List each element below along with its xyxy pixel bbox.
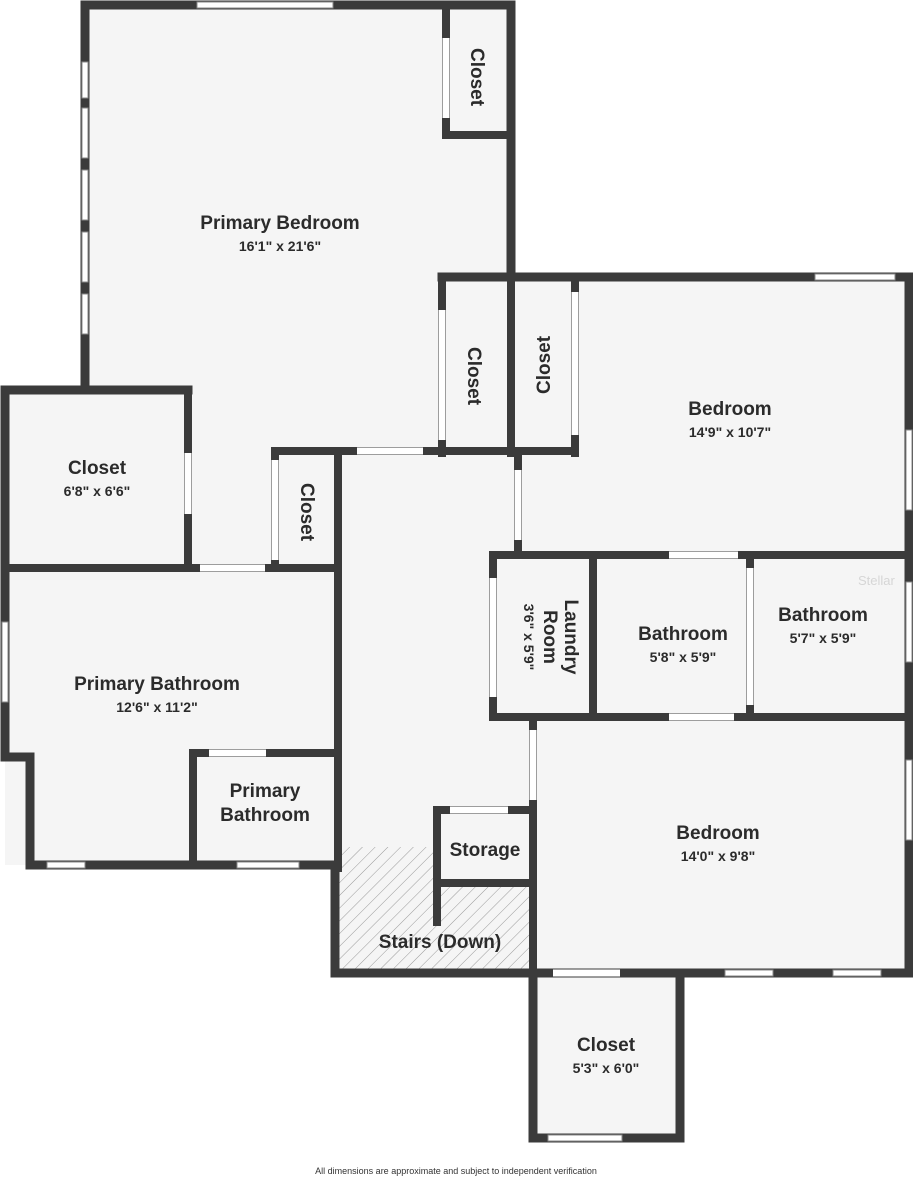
bathroom-center-name: Bathroom: [638, 624, 728, 645]
windows: [1, 1, 913, 1142]
bathroom-right-name: Bathroom: [778, 605, 868, 626]
walls: [0, 0, 913, 1143]
bathroom-right-dim: 5'7" x 5'9": [790, 630, 857, 646]
walkin-closet-dim: 6'8" x 6'6": [64, 483, 131, 499]
bedroom-upper-dim: 14'9" x 10'7": [689, 424, 771, 440]
closet-bottom-dim: 5'3" x 6'0": [573, 1060, 640, 1076]
bedroom-lower-name: Bedroom: [676, 823, 759, 844]
closet-mid-left-name: Closet: [463, 347, 484, 406]
room-labels: Primary Bedroom 16'1" x 21'6" Closet Clo…: [64, 48, 868, 1076]
storage-name: Storage: [450, 840, 521, 861]
laundry-room-name-line2: Room: [539, 610, 560, 664]
bathroom-center-dim: 5'8" x 5'9": [650, 649, 717, 665]
closet-bottom-name: Closet: [577, 1035, 636, 1056]
bedroom-upper-name: Bedroom: [688, 399, 771, 420]
primary-bathroom-dim: 12'6" x 11'2": [116, 699, 197, 715]
primary-bedroom-name: Primary Bedroom: [200, 213, 359, 234]
bedroom-lower-dim: 14'0" x 9'8": [681, 848, 755, 864]
laundry-room-name-line1: Laundry: [560, 600, 581, 675]
primary-bedroom-dim: 16'1" x 21'6": [239, 238, 321, 254]
laundry-room-label: Laundry Room 3'6" x 5'9": [521, 600, 581, 675]
closet-mid-right-name: Closet: [534, 335, 555, 394]
watermark: Stellar: [858, 573, 896, 588]
floor-fills: [5, 5, 909, 1138]
walkin-closet-name: Closet: [68, 458, 127, 479]
primary-bathroom-name: Primary Bathroom: [74, 674, 240, 695]
laundry-room-dim: 3'6" x 5'9": [521, 604, 537, 671]
footer-note: All dimensions are approximate and subje…: [315, 1166, 597, 1176]
stairs-name: Stairs (Down): [379, 932, 501, 953]
doorways: [184, 38, 754, 977]
primary-bathroom-wc-line1: Primary: [230, 781, 301, 802]
closet-primary-top-name: Closet: [466, 48, 487, 107]
primary-bathroom-wc-line2: Bathroom: [220, 805, 310, 826]
closet-hall-name: Closet: [296, 483, 317, 542]
